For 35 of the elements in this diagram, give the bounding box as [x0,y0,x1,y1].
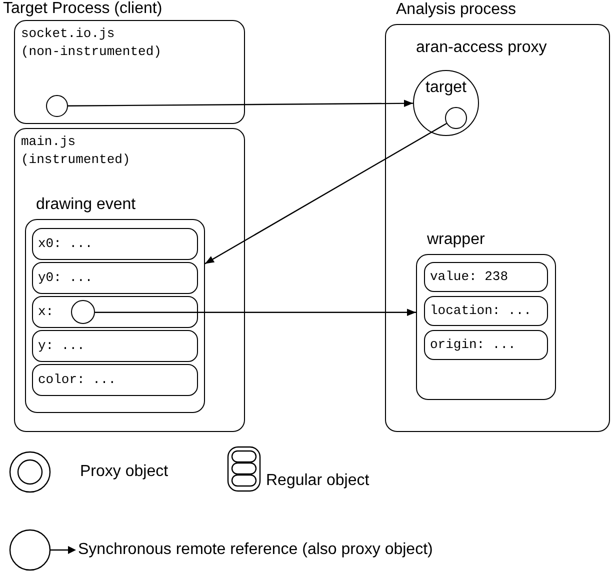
property-row [32,364,198,396]
property-row [32,296,198,328]
property-label: y0: ... [38,269,93,287]
inner-circle [445,107,467,129]
property-label: x0: ... [38,235,93,253]
property-label: color: ... [38,371,116,389]
legend-label: Synchronous remote reference (also proxy object) [78,541,433,559]
property-row [32,330,198,362]
reference-circle [46,95,68,117]
property-row [424,262,548,292]
legend-label: Regular object [266,472,370,490]
section-heading: Target Process (client) [3,0,162,18]
reference-circle [71,300,95,324]
node-title: target [424,79,468,97]
property-label: origin: ... [430,336,516,354]
property-label: value: 238 [430,268,508,286]
node-title: wrapper [427,231,485,249]
module-box [14,128,245,432]
property-row [424,330,548,360]
node-title: main.js (instrumented) [21,133,132,169]
arrow [95,308,416,316]
property-row [424,296,548,326]
property-label: y: ... [38,337,85,355]
legend-label: Proxy object [80,463,168,481]
node-title: socket.io.js (non-instrumented) [21,25,162,61]
node-caption: aran-access proxy [416,39,547,57]
module-box [14,20,245,124]
arrow [68,100,413,107]
property-label: location: ... [430,302,532,320]
node-title: drawing event [36,196,136,214]
property-row [32,262,198,294]
arrow [204,122,447,264]
property-label: x: [38,303,54,321]
node-title: Analysis process [396,1,516,19]
property-row [32,228,198,260]
